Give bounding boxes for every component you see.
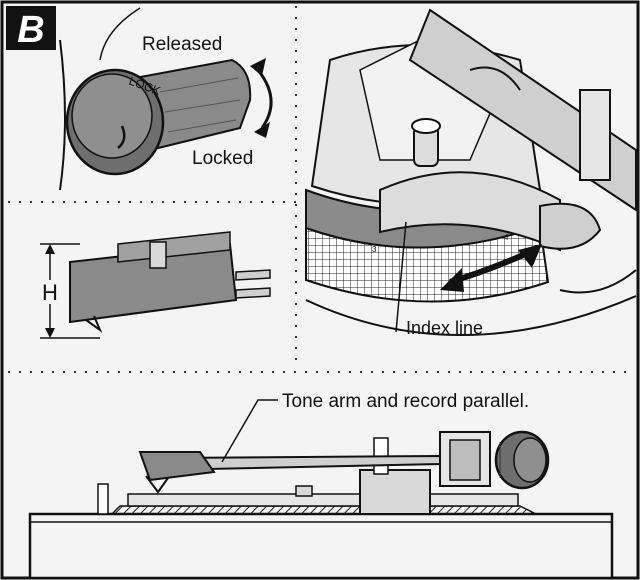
arrow-right-icon bbox=[518, 244, 542, 268]
scale-4-label: 4 bbox=[504, 233, 509, 242]
section-label: B bbox=[17, 9, 44, 51]
released-label: Released bbox=[142, 34, 222, 55]
section-badge: B bbox=[6, 6, 56, 51]
lock-lever-panel: LOCK Released Locked bbox=[59, 7, 273, 191]
height-label: H bbox=[42, 280, 58, 305]
height-adjust-panel: 3 4 Index line bbox=[305, 8, 637, 338]
locked-label: Locked bbox=[192, 148, 253, 169]
turntable-panel: Tone arm and record parallel. bbox=[28, 391, 614, 580]
arrow-left-icon bbox=[440, 268, 464, 292]
arrow-up-icon bbox=[250, 58, 266, 76]
parallel-note-label: Tone arm and record parallel. bbox=[282, 391, 529, 412]
cartridge-height-panel: H bbox=[40, 231, 271, 339]
arrow-down-icon bbox=[254, 122, 270, 138]
index-line-label: Index line bbox=[406, 318, 483, 338]
scale-3-label: 3 bbox=[372, 245, 377, 254]
